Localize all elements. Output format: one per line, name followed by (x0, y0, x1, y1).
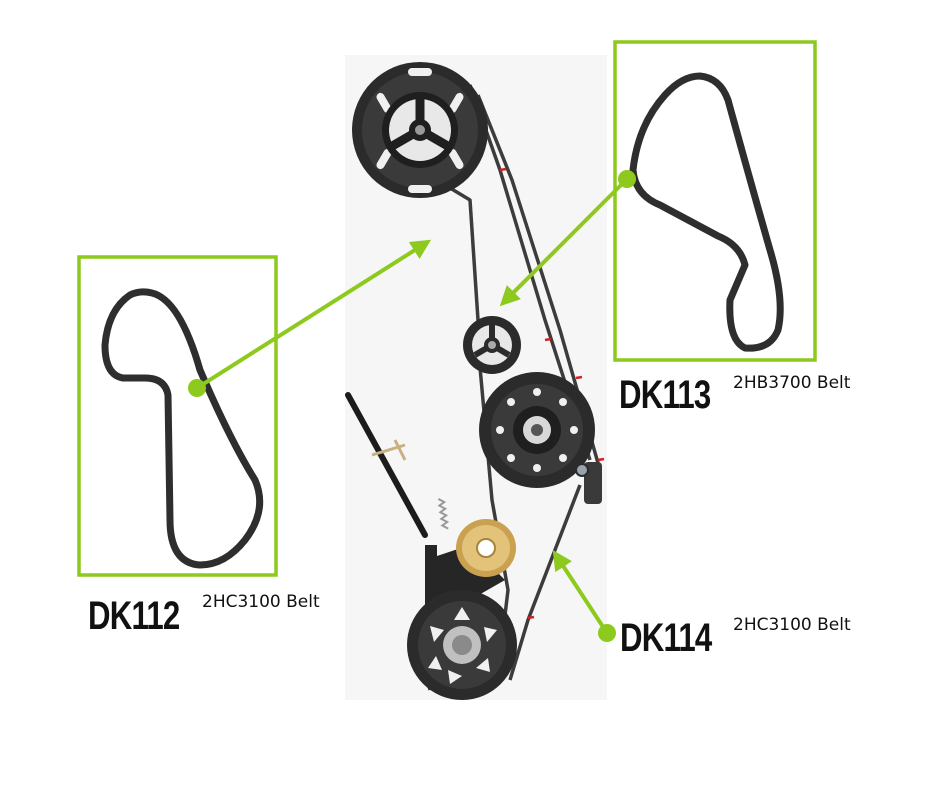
tensioner-bracket (425, 462, 602, 605)
connector-arrows (195, 177, 629, 635)
dk113-belt-description: 2HB3700 Belt (733, 373, 851, 393)
idler-pulley (463, 316, 521, 374)
dk112-dot (188, 379, 206, 397)
dk112-frame (77, 255, 278, 577)
bottom-pulley (407, 590, 517, 700)
dk114-arrow (552, 549, 609, 635)
control-rod (345, 392, 450, 538)
tan-idler-pulley (456, 519, 516, 577)
dk114-code-label: DK114 (620, 616, 712, 660)
dk112-arrow (195, 239, 432, 390)
top-pulley (352, 62, 488, 198)
dk113-arrow (499, 177, 629, 307)
dk114-dot (598, 624, 616, 642)
belt-red-marks (499, 167, 605, 620)
dk113-dot (618, 170, 636, 188)
dk112-code-label: DK112 (88, 594, 180, 638)
dk114-belt-description: 2HC3100 Belt (733, 615, 851, 635)
middle-pulley (479, 372, 595, 488)
dk112-belt-loop (101, 288, 264, 569)
dk113-code-label: DK113 (619, 373, 711, 417)
connector-dots (188, 170, 636, 642)
dk112-belt-description: 2HC3100 Belt (202, 592, 320, 612)
dk113-frame (613, 40, 817, 362)
dk113-belt-loop (629, 72, 784, 352)
